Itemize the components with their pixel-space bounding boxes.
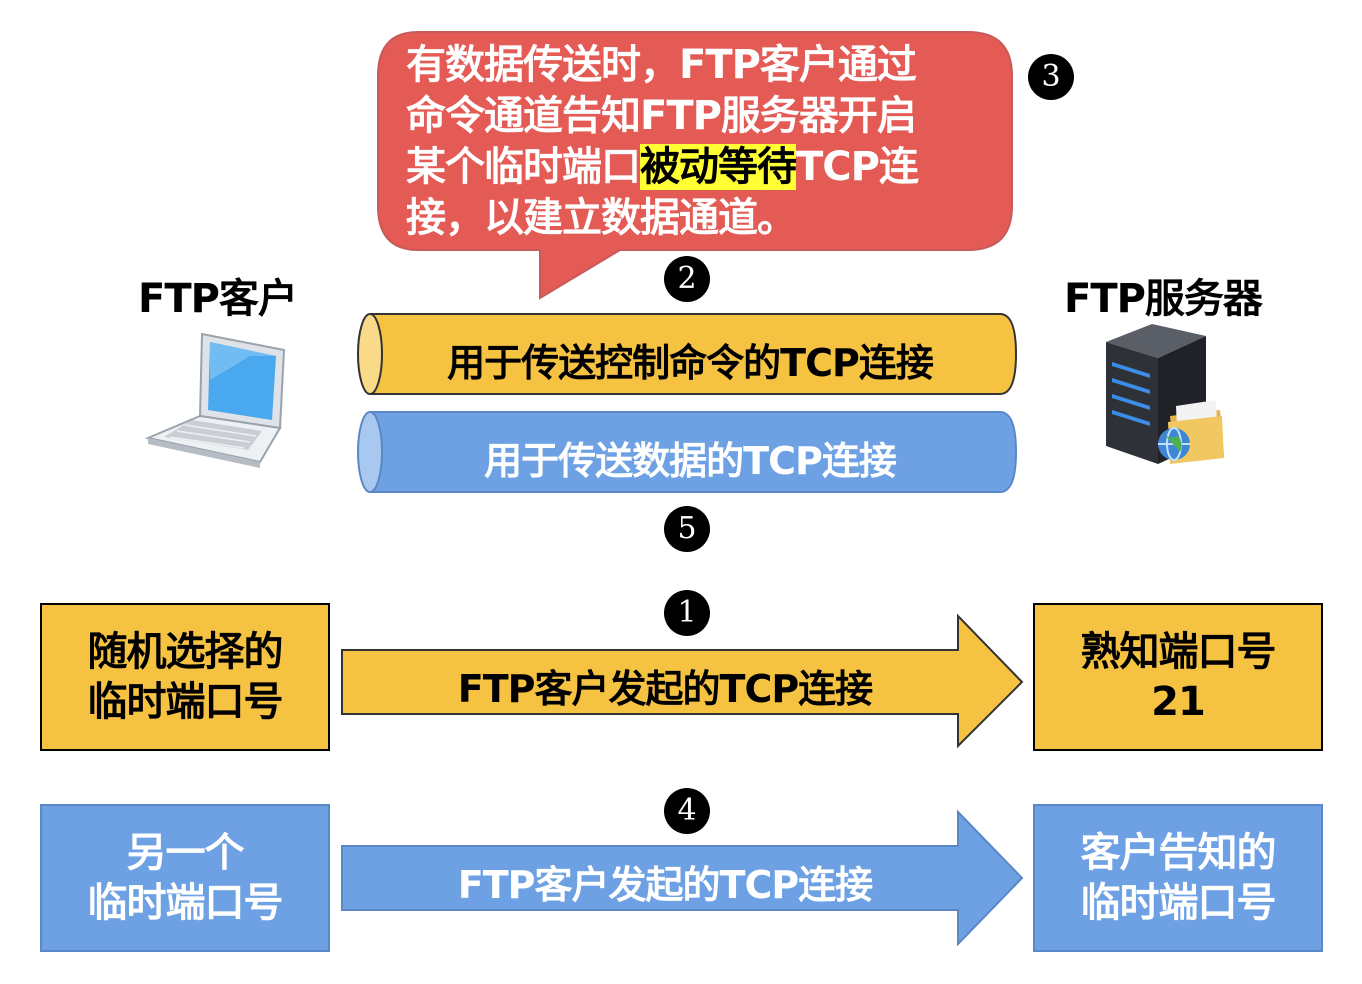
client-another-port-box: 另一个 临时端口号 (40, 804, 330, 952)
callout-line-1: 有数据传送时，FTP客户通过 (406, 42, 917, 88)
data-arrow-label: FTP客户发起的TCP连接 (457, 863, 873, 907)
server-told-port-line-2: 临时端口号 (1080, 880, 1277, 926)
server-well-known-port-line-1: 熟知端口号 (1080, 629, 1277, 675)
server-well-known-port-box: 熟知端口号 21 (1033, 603, 1323, 751)
server-well-known-port-line-2: 21 (1151, 679, 1206, 725)
step-1-badge: 1 (664, 590, 710, 636)
server-told-port-box: 客户告知的 临时端口号 (1033, 804, 1323, 952)
callout-text: 有数据传送时，FTP客户通过 命令通道告知FTP服务器开启 某个临时端口被动等待… (406, 40, 976, 244)
client-random-port-line-2: 临时端口号 (87, 679, 284, 725)
laptop-icon (144, 332, 286, 468)
callout-highlight: 被动等待 (640, 144, 797, 190)
server-icon (1106, 324, 1224, 464)
step-5-badge: 5 (664, 506, 710, 552)
callout-line-4: 接，以建立数据通道。 (406, 195, 797, 241)
client-random-port-box: 随机选择的 临时端口号 (40, 603, 330, 751)
client-another-port-line-1: 另一个 (126, 830, 245, 876)
server-label: FTP服务器 (1064, 276, 1263, 322)
step-2-badge: 2 (664, 256, 710, 302)
client-random-port-line-1: 随机选择的 (87, 629, 284, 675)
client-label: FTP客户 (138, 276, 298, 322)
control-arrow-label: FTP客户发起的TCP连接 (457, 667, 873, 711)
callout-line-2: 命令通道告知FTP服务器开启 (406, 93, 917, 139)
server-told-port-line-1: 客户告知的 (1080, 830, 1277, 876)
client-another-port-line-2: 临时端口号 (87, 880, 284, 926)
control-connection-label: 用于传送控制命令的TCP连接 (447, 341, 934, 385)
step-3-badge: 3 (1028, 54, 1074, 100)
data-connection-label: 用于传送数据的TCP连接 (484, 439, 897, 483)
callout-line-3: 某个临时端口被动等待TCP连 (406, 144, 919, 190)
step-4-badge: 4 (664, 788, 710, 834)
